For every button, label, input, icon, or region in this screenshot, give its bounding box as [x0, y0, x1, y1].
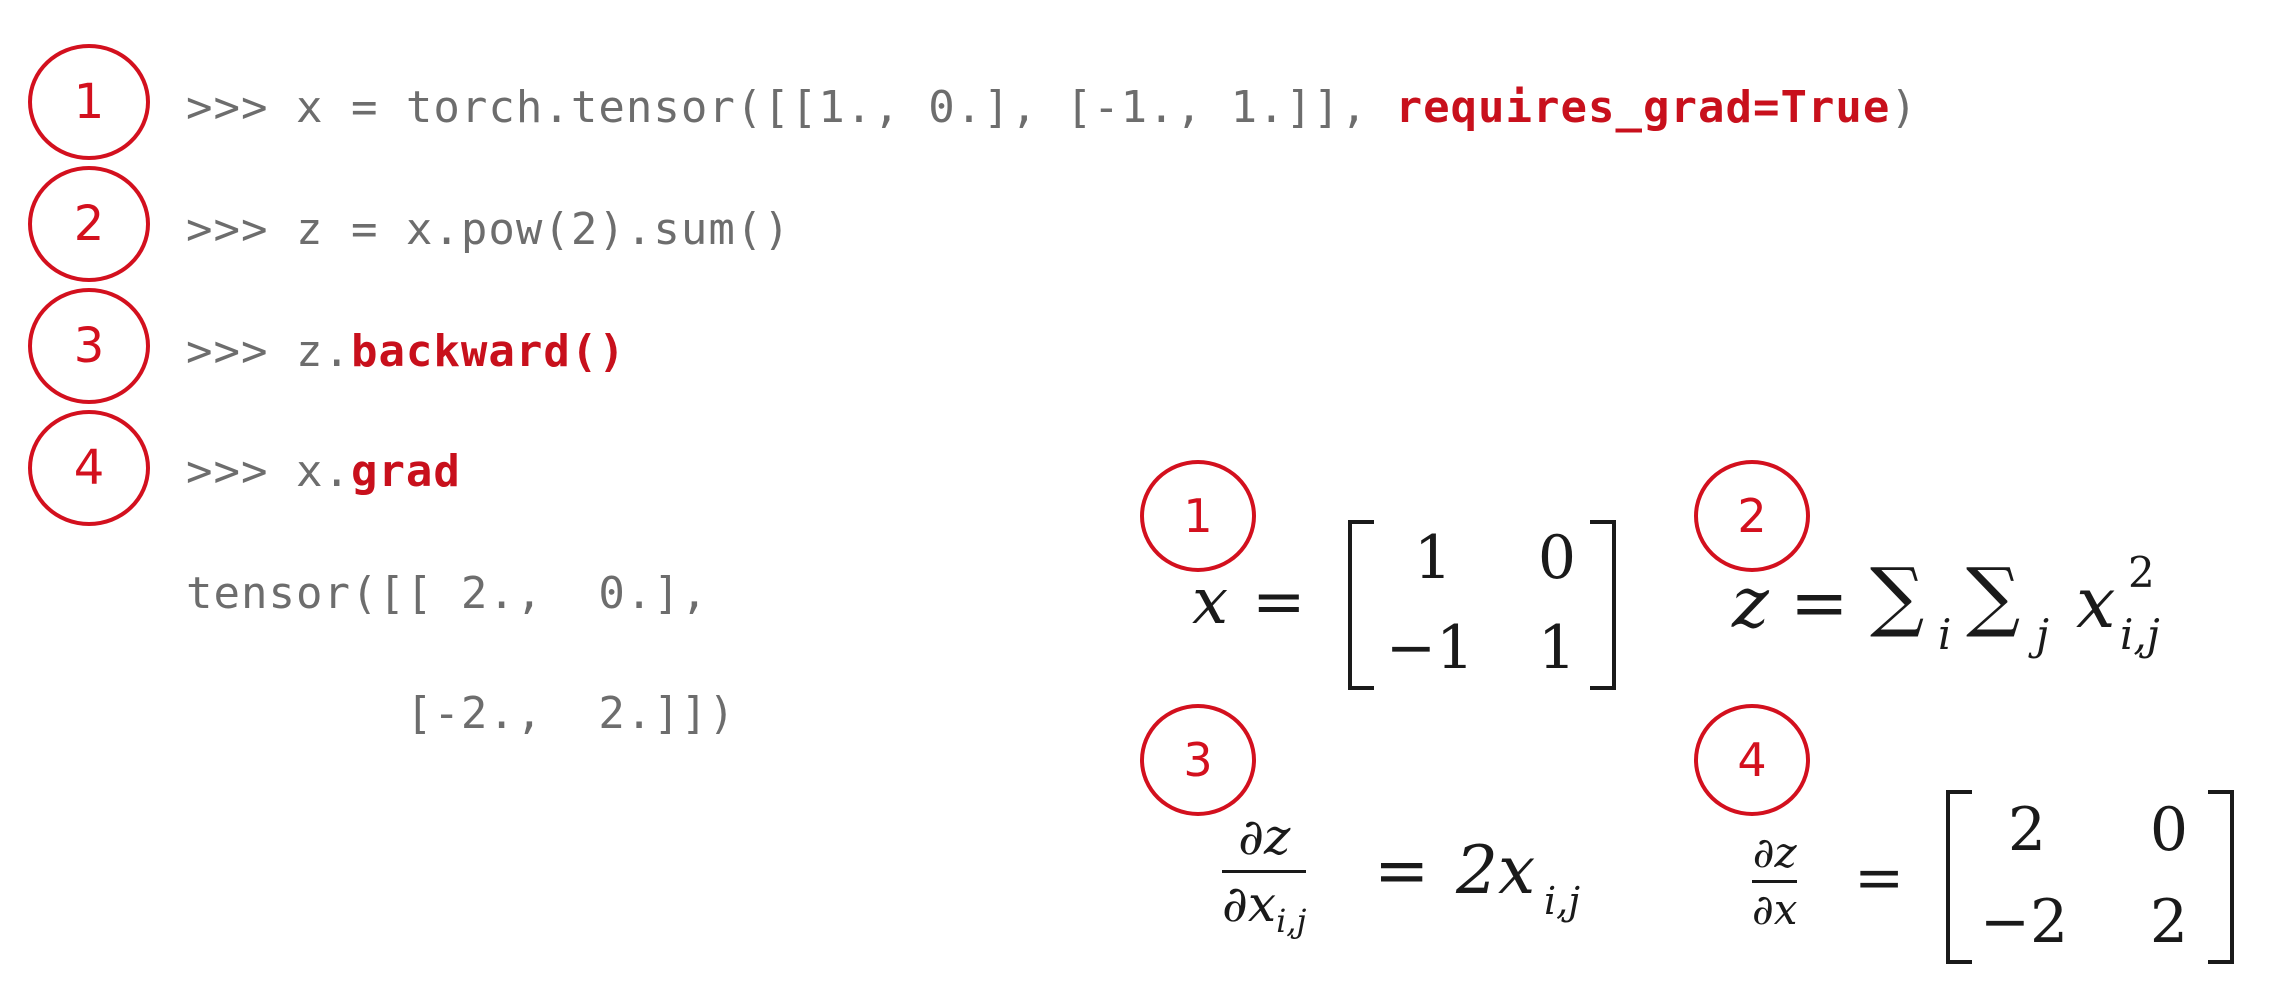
eq4-cell: −2 [1979, 887, 2069, 957]
eq4-numerator: ∂z [1752, 828, 1797, 877]
eq4-cell: 2 [2149, 887, 2189, 957]
eq4-equals: = [1854, 843, 1905, 913]
eq2-sup: 2 [2128, 548, 2155, 597]
eq2-sub-i: i [1938, 610, 1952, 659]
step-badge-1: 1 [28, 44, 150, 160]
output-line-1: tensor([[ 2., 0.], [186, 568, 709, 619]
eq2-sub: i,j [2120, 610, 2160, 659]
eq3-rhs: 2x [1456, 832, 1536, 909]
step-badge-2: 2 [28, 166, 150, 282]
math-badge-4: 4 [1694, 704, 1810, 816]
eq1-cell: 1 [1413, 523, 1453, 593]
eq2-x: x [2076, 562, 2116, 644]
eq4-fraction: ∂z ∂x [1752, 828, 1798, 934]
eq3-rhs-sub: i,j [1544, 879, 1581, 923]
eq2-sub-j: j [2036, 610, 2050, 659]
code-line-3: >>> z.backward() [186, 326, 626, 377]
eq4-denominator: ∂x [1752, 885, 1798, 934]
eq1-cell: −1 [1385, 613, 1475, 683]
eq3-fraction: ∂z ∂xi,j [1222, 808, 1307, 940]
code-line-4: >>> x.grad [186, 446, 461, 497]
math-badge-3: 3 [1140, 704, 1256, 816]
eq2-lhs: z [1732, 562, 1769, 644]
eq4-cell: 2 [2007, 795, 2047, 865]
eq1-bracket-right [1590, 520, 1616, 690]
code-line-2: >>> z = x.pow(2).sum() [186, 204, 791, 255]
eq1-equals: = [1252, 565, 1306, 639]
eq1-cell: 1 [1537, 613, 1577, 683]
eq1-lhs: x [1192, 565, 1229, 639]
eq3-equals: = [1374, 832, 1430, 909]
math-badge-2: 2 [1694, 460, 1810, 572]
eq1-cell: 0 [1537, 523, 1577, 593]
code-line-1: >>> x = torch.tensor([[1., 0.], [-1., 1.… [186, 82, 1918, 133]
step-badge-4: 4 [28, 410, 150, 526]
step-badge-3: 3 [28, 288, 150, 404]
eq4-cell: 0 [2149, 795, 2189, 865]
math-badge-1: 1 [1140, 460, 1256, 572]
output-line-2: [-2., 2.]]) [186, 688, 736, 739]
eq4-bracket-left [1946, 790, 1972, 964]
eq1-bracket-left [1348, 520, 1374, 690]
eq2-sum-i: ∑ [1870, 551, 1925, 640]
eq2-sum-j: ∑ [1966, 551, 2021, 640]
eq3-numerator: ∂z [1238, 808, 1291, 866]
eq4-bracket-right [2208, 790, 2234, 964]
eq2-equals: = [1790, 562, 1849, 644]
eq3-denominator: ∂xi,j [1222, 875, 1307, 940]
